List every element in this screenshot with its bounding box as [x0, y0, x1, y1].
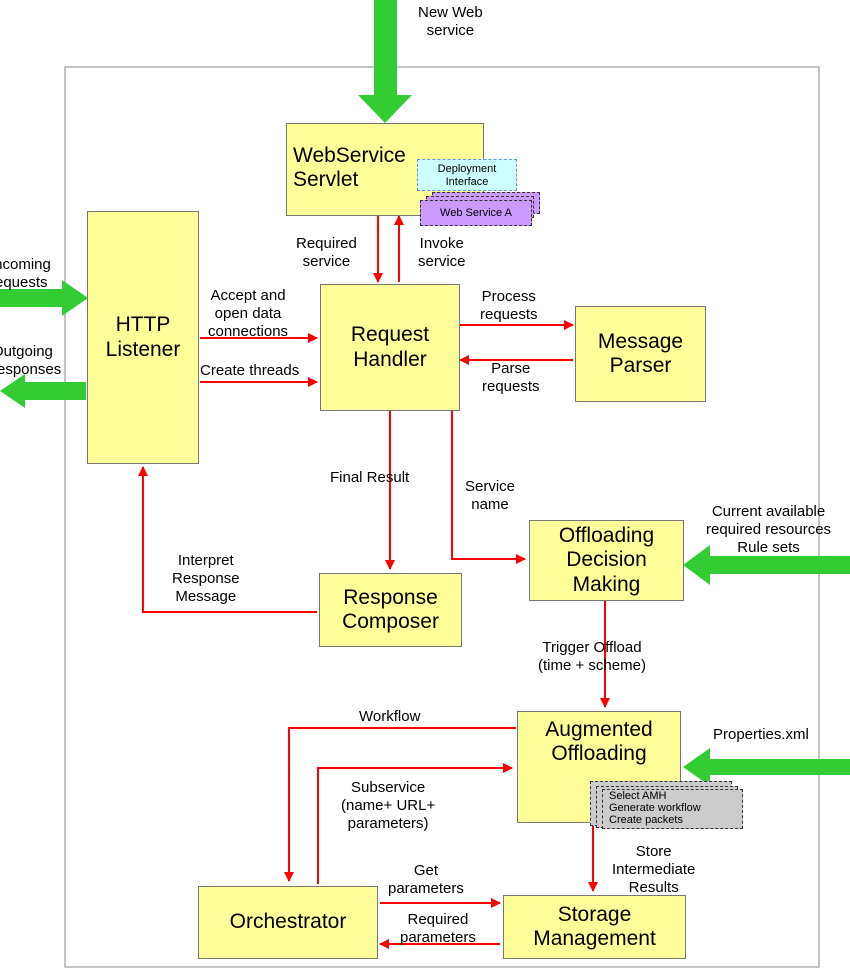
trigger-offload-label: Trigger Offload(time + scheme)	[538, 639, 646, 674]
augmented-offloading-label: Augmented Offloading	[545, 718, 653, 766]
webservice-servlet-label: WebService Servlet	[293, 144, 406, 192]
subservice-label: Subservice(name+ URL+parameters)	[341, 779, 436, 832]
workflow-label: Workflow	[359, 708, 421, 725]
incoming-requests-label: Incomingrequests	[0, 256, 51, 291]
subservice-arrow	[317, 763, 513, 884]
external-arrows	[0, 0, 850, 786]
outgoing-responses-arrow	[0, 374, 86, 408]
deployment-interface-label: Deployment Interface	[437, 163, 497, 188]
message-parser-box[interactable]: Message Parser	[575, 306, 706, 402]
final-result-label: Final Result	[330, 469, 410, 486]
outgoing-responses-label: Outgoingresponses	[0, 343, 62, 378]
properties-arrow	[683, 748, 850, 786]
response-composer-label: Response Composer	[342, 585, 439, 633]
incoming-requests-arrow	[0, 280, 88, 316]
deployment-interface-box[interactable]: Deployment Interface	[417, 159, 517, 191]
request-handler-box[interactable]: Request Handler	[320, 284, 460, 411]
workflow-arrow	[284, 727, 516, 882]
new-web-service-arrow	[358, 0, 412, 123]
amh-generate-label: Generate workflow	[609, 802, 701, 814]
system-boundary	[64, 66, 820, 968]
message-parser-label: Message Parser	[597, 329, 684, 377]
orchestrator-box[interactable]: Orchestrator	[198, 886, 378, 959]
offloading-decision-box[interactable]: Offloading Decision Making	[529, 520, 684, 601]
properties-xml-label: Properties.xml	[713, 726, 809, 743]
interpret-response-arrow	[138, 466, 317, 613]
storage-management-label: Storage Management	[533, 902, 656, 950]
request-handler-label: Request Handler	[350, 323, 430, 371]
web-service-a-box[interactable]: Web Service A	[420, 200, 532, 226]
service-name-arrow	[451, 411, 526, 564]
orchestrator-label: Orchestrator	[229, 910, 347, 934]
http-listener-box[interactable]: HTTP Listener	[87, 211, 199, 464]
response-composer-box[interactable]: Response Composer	[319, 573, 462, 647]
storage-management-box[interactable]: Storage Management	[503, 895, 686, 959]
amh-create-label: Create packets	[609, 814, 683, 826]
create-threads-label: Create threads	[200, 362, 300, 379]
amh-box[interactable]: Select AMH Generate workflow Create pack…	[602, 789, 743, 829]
red-arrows	[138, 215, 610, 949]
offloading-decision-label: Offloading Decision Making	[558, 524, 655, 596]
http-listener-label: HTTP Listener	[105, 313, 181, 361]
amh-select-label: Select AMH	[609, 790, 667, 802]
resources-arrow	[683, 545, 850, 585]
web-service-a-label: Web Service A	[440, 207, 512, 219]
